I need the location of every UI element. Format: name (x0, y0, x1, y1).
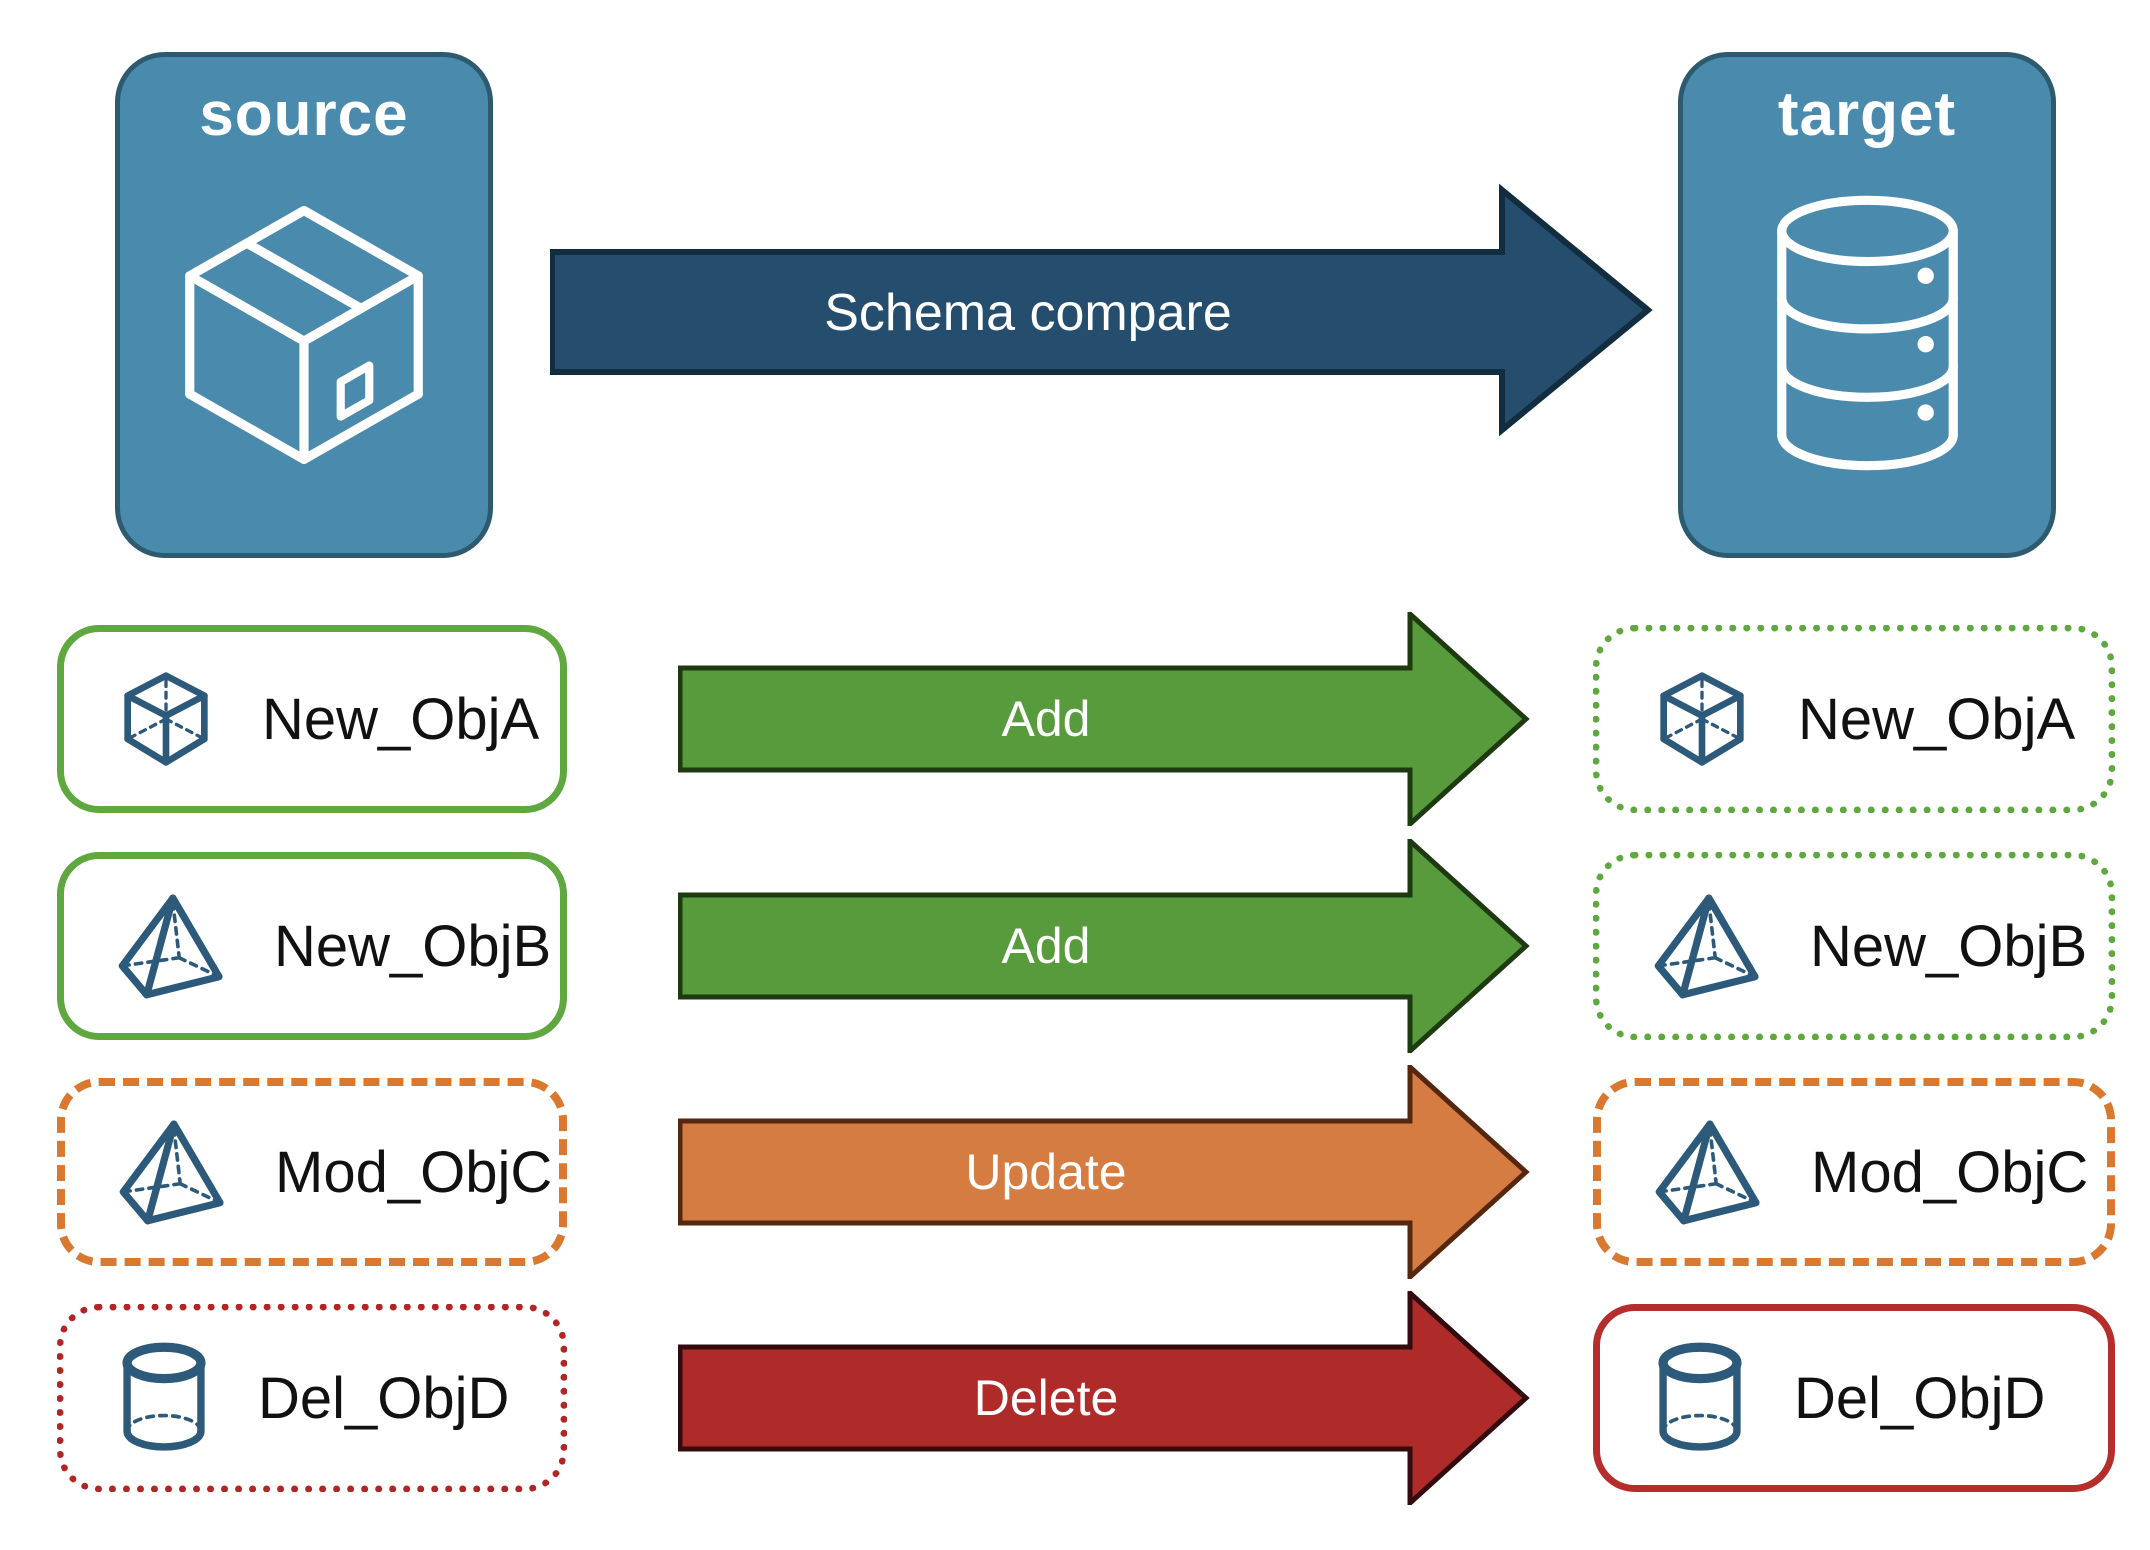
source-object-card-del-objd: Del_ObjD (57, 1304, 567, 1492)
object-label: Del_ObjD (1794, 1365, 2046, 1431)
add-arrow-row2 (678, 839, 1530, 1053)
object-label: New_ObjB (1810, 913, 2088, 979)
source-node-title: source (199, 80, 409, 149)
pyramid-icon (118, 894, 223, 999)
object-label: Del_ObjD (258, 1365, 510, 1431)
target-node: target (1678, 52, 2056, 558)
add-arrow-label-row1: Add (1001, 691, 1091, 747)
object-label: Mod_ObjC (1811, 1139, 2089, 1205)
target-object-card-mod-objc: Mod_ObjC (1593, 1078, 2115, 1266)
source-object-card-new-obja: New_ObjA (57, 625, 567, 813)
cube-icon (1660, 672, 1744, 766)
update-arrow-row3 (678, 1065, 1530, 1279)
source-object-card-mod-objc: Mod_ObjC (57, 1078, 567, 1266)
cylinder-icon (122, 1342, 206, 1451)
update-arrow-label-row3: Update (965, 1144, 1127, 1200)
target-object-card-new-obja: New_ObjA (1593, 625, 2115, 813)
object-label: New_ObjA (262, 686, 540, 752)
cylinder-icon (1658, 1342, 1742, 1451)
object-label: Mod_ObjC (275, 1139, 553, 1205)
schema-compare-arrow (550, 183, 1653, 437)
cube-icon (124, 672, 208, 766)
object-label: New_ObjB (274, 913, 552, 979)
database-icon (1776, 195, 1958, 471)
pyramid-icon (119, 1120, 224, 1225)
delete-arrow-label-row4: Delete (973, 1370, 1119, 1426)
source-object-card-new-objb: New_ObjB (57, 852, 567, 1040)
target-object-card-del-objd: Del_ObjD (1593, 1304, 2115, 1492)
source-node: source (115, 52, 493, 558)
target-node-title: target (1777, 80, 1957, 149)
add-arrow-label-row2: Add (1001, 918, 1091, 974)
delete-arrow-row4 (678, 1291, 1530, 1505)
schema-compare-arrow-label: Schema compare (824, 284, 1232, 342)
target-object-card-new-objb: New_ObjB (1593, 852, 2115, 1040)
pyramid-icon (1654, 894, 1759, 999)
add-arrow-row1 (678, 612, 1530, 826)
package-box-icon (185, 205, 423, 464)
pyramid-icon (1655, 1120, 1760, 1225)
object-label: New_ObjA (1798, 686, 2076, 752)
